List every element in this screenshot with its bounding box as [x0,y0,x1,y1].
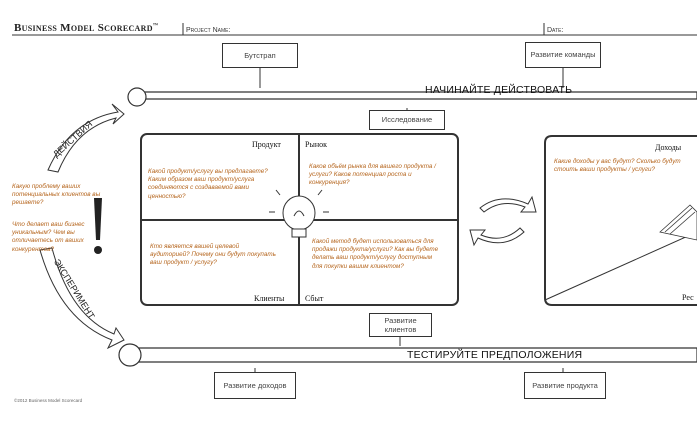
bootstrap-box[interactable]: Бутстрап [222,43,298,68]
action-arrow [47,103,125,173]
customer-development-box[interactable]: Развитие клиентов [369,313,432,337]
research-box[interactable]: Исследование [369,110,445,130]
scorecard-title: Business Model Scorecard™ [14,22,159,34]
product-development-box[interactable]: Развитие продукта [524,372,606,399]
product-question: Какой продукт/услугу вы предлагаете? Как… [148,168,268,200]
date-label: Date: [547,27,564,34]
experiment-arrow [39,247,125,350]
test-assumptions-banner: ТЕСТИРУЙТЕ ПРЕДПОЛОЖЕНИЯ [407,349,583,361]
problem-question: Какую проблему ваших потенциальных клиен… [12,183,101,207]
team-development-box[interactable]: Развитие команды [525,42,601,68]
income-question: Какие доходы у вас будут? Сколько будут … [554,158,681,174]
income-panel [544,135,697,306]
income-development-box[interactable]: Развитие доходов [214,372,296,399]
market-label: Рынок [305,140,327,149]
top-bar [134,91,697,100]
sales-label: Сбыт [305,294,324,303]
cycle-arrows-icon [469,195,537,247]
uniqueness-question: Что делает ваш бизнес уникальным? Чем вы… [12,221,85,253]
customers-question: Кто является вашей целевой аудиторией? П… [150,243,276,267]
customers-label: Клиенты [254,294,285,303]
money-icon [659,204,697,241]
partial-label: Рес [682,293,694,302]
project-name-label: Project Name: [186,27,231,34]
bottom-bar-end [118,343,142,367]
copyright-footer: ©2012 Business Model Scorecard [14,398,83,403]
lightbulb-icon [269,184,329,238]
market-question: Каков объём рынка для вашего продукта / … [309,163,436,187]
sales-question: Какой метод будет использоваться для про… [312,238,439,270]
income-label: Доходы [655,143,682,152]
product-label: Продукт [252,140,281,149]
top-bar-end [127,87,147,107]
take-action-banner: НАЧИНАЙТЕ ДЕЙСТВОВАТЬ [425,84,573,96]
